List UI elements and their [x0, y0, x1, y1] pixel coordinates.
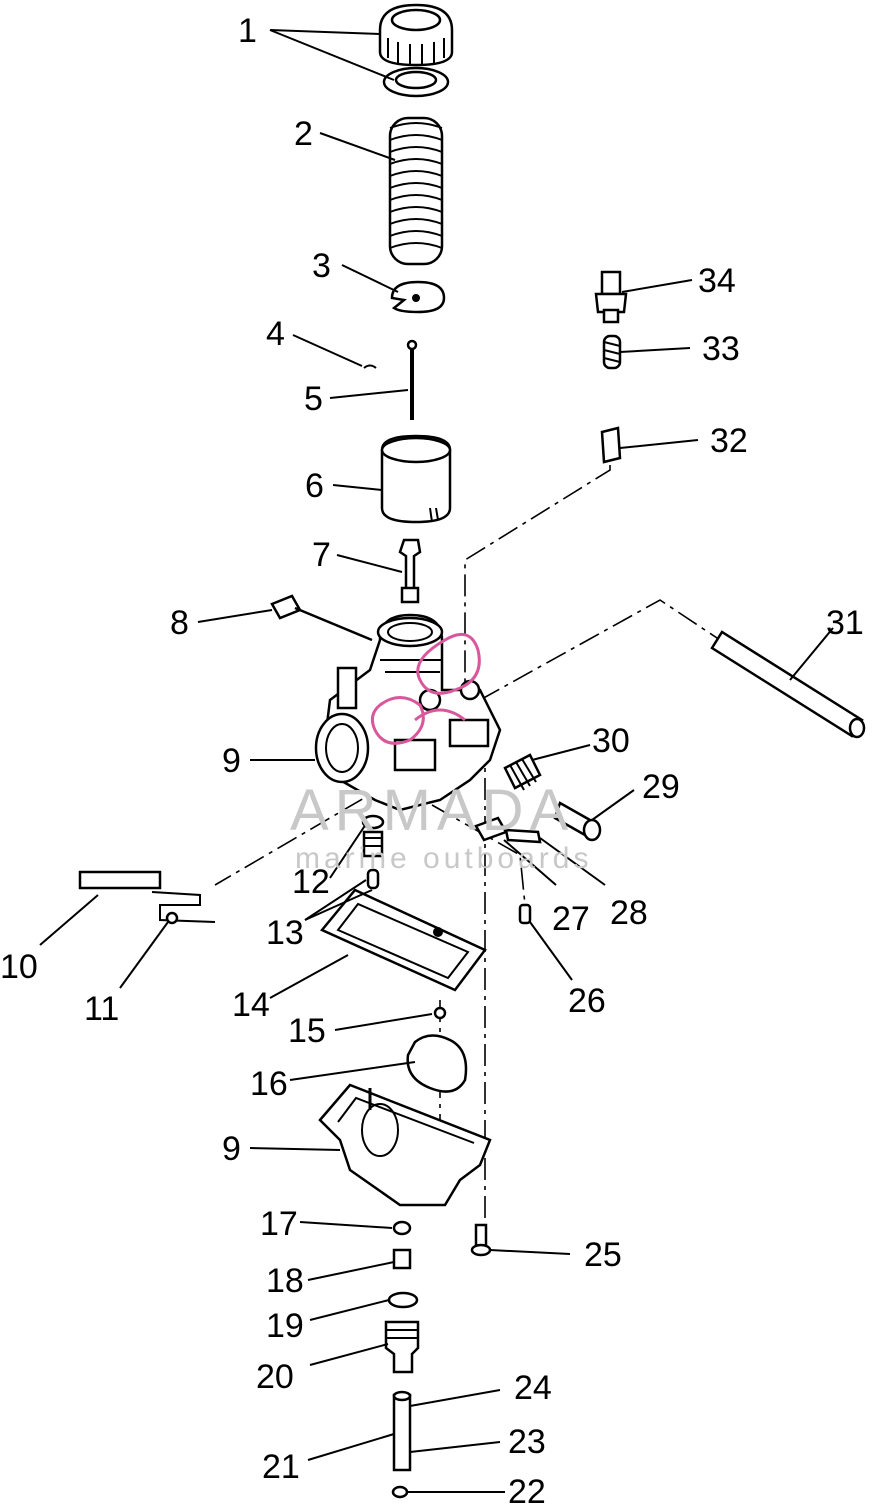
callout-labels: 1 2 3 4 5 6 7 8 9 9 10 11 12 13 14 15 16…	[0, 12, 864, 1505]
part-float-bowl	[318, 1083, 492, 1207]
watermark-logo	[370, 632, 481, 745]
part-retainer-plate	[390, 280, 446, 314]
callout-33: 33	[702, 330, 740, 368]
callout-14: 14	[232, 986, 270, 1024]
watermark: ARMADA marine outboards	[290, 632, 592, 875]
callout-13: 13	[266, 914, 304, 952]
watermark-brand: ARMADA	[290, 778, 574, 843]
callout-26: 26	[568, 982, 606, 1020]
part-cable-adjuster	[270, 594, 373, 642]
callout-27: 27	[552, 900, 590, 938]
callout-32: 32	[710, 422, 748, 460]
leader-lines	[39, 29, 834, 1493]
callout-21: 21	[262, 1448, 300, 1486]
part-air-screws	[474, 753, 602, 925]
callout-19: 19	[266, 1307, 304, 1345]
callout-28: 28	[610, 894, 648, 932]
callout-3: 3	[312, 247, 331, 285]
callout-10: 10	[0, 948, 38, 986]
callout-6: 6	[305, 467, 324, 505]
callout-20: 20	[256, 1358, 294, 1396]
part-main-jet	[361, 814, 385, 890]
callout-11: 11	[84, 990, 119, 1028]
callout-29: 29	[642, 768, 680, 806]
callout-31: 31	[826, 604, 864, 642]
callout-23: 23	[508, 1423, 546, 1461]
callout-15: 15	[288, 1012, 326, 1050]
part-fitting-stack	[594, 270, 628, 464]
callout-25: 25	[584, 1236, 622, 1274]
callout-8: 8	[170, 604, 189, 642]
part-cap	[378, 3, 454, 98]
part-float	[406, 1006, 468, 1093]
part-gasket	[319, 888, 487, 992]
callout-9-bowl: 9	[222, 1130, 241, 1168]
watermark-tagline: marine outboards	[295, 842, 592, 875]
callout-1: 1	[238, 12, 257, 50]
part-drain-assembly	[384, 1220, 420, 1499]
callout-34: 34	[698, 262, 736, 300]
callout-16: 16	[250, 1065, 288, 1103]
part-screw	[470, 1223, 492, 1257]
part-hose	[710, 630, 866, 739]
callout-2: 2	[294, 115, 313, 153]
callout-17: 17	[260, 1205, 298, 1243]
part-jet-needle	[406, 339, 418, 420]
callout-9-body: 9	[222, 742, 241, 780]
part-float-arm	[78, 870, 216, 925]
callout-22: 22	[508, 1473, 546, 1505]
callout-12: 12	[292, 863, 330, 901]
part-spring	[388, 116, 444, 266]
part-needle-jet	[398, 538, 422, 604]
part-needle-clip	[363, 364, 377, 369]
callout-5: 5	[304, 380, 323, 418]
callout-24: 24	[514, 1369, 552, 1407]
part-throttle-slide	[380, 434, 452, 524]
callout-7: 7	[312, 536, 331, 574]
callout-30: 30	[592, 722, 630, 760]
callout-18: 18	[266, 1262, 304, 1300]
callout-4: 4	[266, 315, 285, 353]
